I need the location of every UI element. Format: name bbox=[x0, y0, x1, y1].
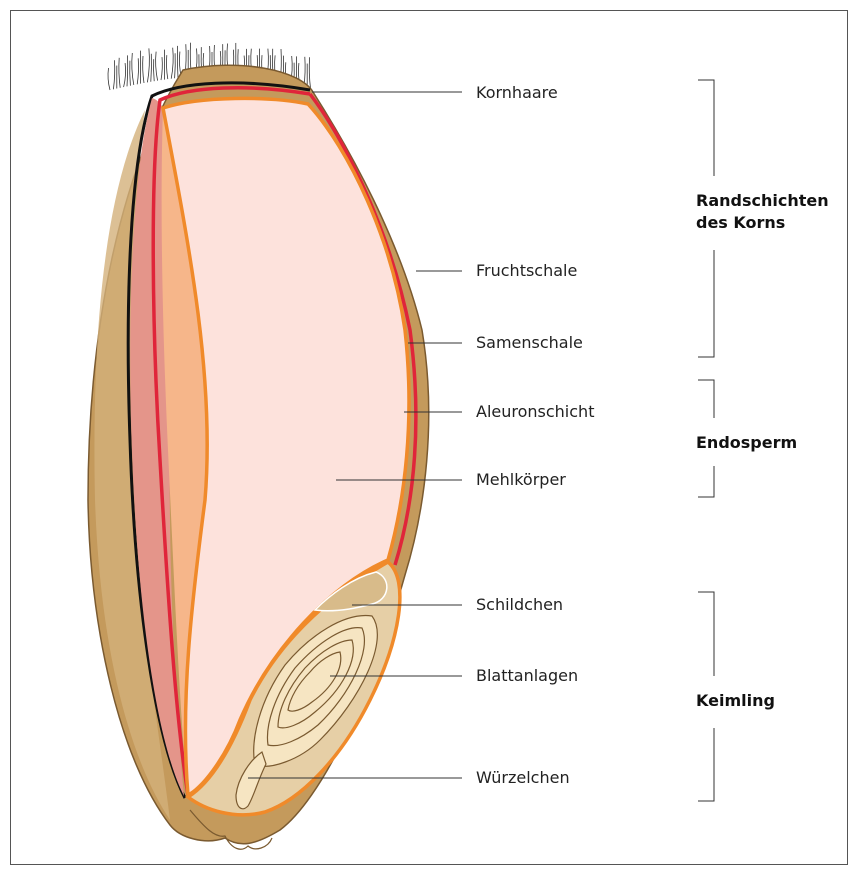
hair-strand bbox=[154, 59, 155, 81]
hair-strand bbox=[113, 60, 114, 89]
label-samenschale: Samenschale bbox=[476, 333, 583, 353]
hair-strand bbox=[175, 53, 176, 78]
hair-strand bbox=[137, 58, 138, 84]
bracket-keimling-top bbox=[698, 592, 714, 676]
hair-strand bbox=[171, 48, 173, 79]
bracket-endosperm-bottom bbox=[698, 466, 714, 497]
hair-strand bbox=[143, 56, 144, 83]
group-endosperm: Endosperm bbox=[696, 432, 797, 454]
group-randschichten-line1: Randschichten bbox=[696, 190, 829, 212]
label-mehlkoerper: Mehlkörper bbox=[476, 470, 566, 490]
hair-strand bbox=[108, 68, 110, 90]
label-blattanlagen: Blattanlagen bbox=[476, 666, 578, 686]
label-fruchtschale: Fruchtschale bbox=[476, 261, 577, 281]
hair-strand bbox=[156, 52, 158, 81]
hair-strand bbox=[127, 55, 128, 86]
bracket-keimling-bottom bbox=[698, 728, 714, 801]
bracket-endosperm-top bbox=[698, 380, 714, 418]
label-aleuronschicht: Aleuronschicht bbox=[476, 402, 594, 422]
bracket-randschichten-top bbox=[698, 80, 714, 176]
label-wuerzelchen: Würzelchen bbox=[476, 768, 570, 788]
hair-strand bbox=[161, 57, 162, 80]
label-kornhaare: Kornhaare bbox=[476, 83, 558, 103]
hair-strand bbox=[151, 54, 152, 82]
hair-strand bbox=[119, 58, 120, 88]
hair-strand bbox=[177, 46, 178, 78]
bracket-randschichten-bottom bbox=[698, 250, 714, 357]
hair-strand bbox=[147, 48, 149, 82]
group-randschichten: Randschichten des Korns bbox=[696, 190, 829, 234]
hair-strand bbox=[130, 61, 131, 86]
label-schildchen: Schildchen bbox=[476, 595, 563, 615]
hair-strand bbox=[124, 63, 126, 87]
hair-strand bbox=[309, 57, 310, 89]
group-keimling: Keimling bbox=[696, 690, 775, 712]
group-randschichten-line2: des Korns bbox=[696, 212, 829, 234]
hair-strand bbox=[166, 55, 167, 79]
hair-strand bbox=[132, 53, 134, 85]
